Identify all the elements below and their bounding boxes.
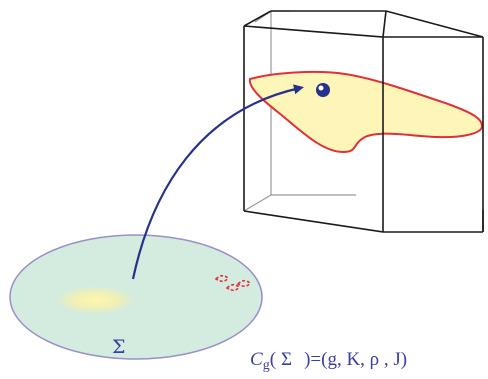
formula-rest: )=(g, K, ρ , J) [304,349,407,370]
moduli-box [243,10,484,233]
boundary-marks [214,274,252,292]
mapping-arrow [131,84,304,280]
formula-c: C [250,349,263,370]
surface-ellipse [9,234,263,360]
formula-label: Cg(Σ )=(g, K, ρ , J) [250,349,407,373]
formula-sigma: Σ [281,349,292,370]
moduli-point [316,83,330,97]
box-front-edges [243,10,484,233]
formula-subscript: g [263,358,270,373]
surface-sigma: Σ [9,234,263,360]
surface-highlight [55,286,135,314]
sigma-label: Σ [112,336,125,358]
formula-open-paren: ( [270,349,276,370]
moduli-region [248,70,484,154]
